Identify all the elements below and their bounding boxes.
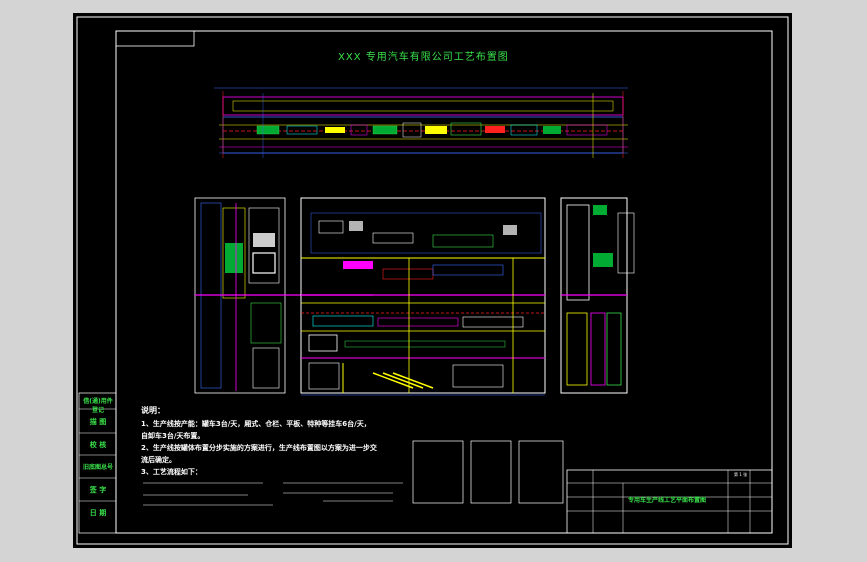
side-cell-5: 签 字 bbox=[89, 486, 107, 494]
note-line-2: 自卸车3台/天布置。 bbox=[141, 432, 205, 440]
left-workshop bbox=[194, 197, 373, 394]
side-cell-3: 校 核 bbox=[89, 441, 107, 449]
side-cell-4: 旧底图总号 bbox=[82, 464, 113, 471]
side-cell-1: 借(通)用件登记 bbox=[83, 398, 113, 414]
notes-title: 说明： bbox=[141, 406, 165, 415]
note-line-4: 流后确定。 bbox=[141, 456, 176, 464]
title-block bbox=[566, 469, 773, 534]
note-line-5: 3、工艺流程如下： bbox=[141, 468, 202, 476]
title-block-sheet: 第 1 张 bbox=[734, 472, 748, 477]
cad-drawing bbox=[76, 16, 789, 545]
side-cell-6: 日 期 bbox=[89, 509, 107, 517]
inner-frame bbox=[115, 30, 773, 534]
note-line-1: 1、生产线按产能：罐车3台/天，厢式、仓栏、平板、特种等挂车6台/天， bbox=[141, 420, 371, 428]
side-table-lines bbox=[78, 392, 117, 534]
drawing-canvas: XXX 专用汽车有限公司工艺布置图 说明： 1、生产线按产能：罐车3台/天，厢式… bbox=[73, 13, 792, 548]
right-workshop bbox=[560, 197, 635, 394]
title-block-name: 专用车生产线工艺平面布置图 bbox=[628, 497, 707, 504]
top-strip-layout bbox=[214, 87, 628, 158]
drawing-title: XXX 专用汽车有限公司工艺布置图 bbox=[338, 52, 509, 63]
process-flow bbox=[143, 482, 403, 506]
note-line-3: 2、生产线按罐体布置分步实施的方案进行，生产线布置图以方案为进一步交 bbox=[141, 444, 377, 452]
side-cell-2: 描 图 bbox=[89, 418, 107, 426]
main-workshop bbox=[300, 197, 546, 396]
outer-frame bbox=[76, 16, 789, 545]
corner-box bbox=[115, 30, 195, 47]
legend-boxes bbox=[412, 440, 564, 504]
